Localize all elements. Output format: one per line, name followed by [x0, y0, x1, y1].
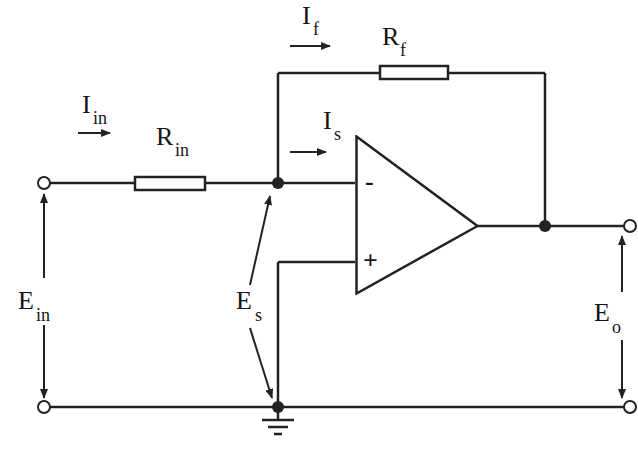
- terminal: [624, 401, 636, 413]
- terminal: [624, 220, 636, 232]
- op-amp: -+: [355, 135, 479, 295]
- terminal: [38, 177, 50, 189]
- subscript: in: [93, 109, 107, 127]
- terminal: [38, 401, 50, 413]
- subscript: s: [334, 125, 341, 143]
- subscript: f: [313, 20, 319, 38]
- resistor-name: R: [382, 24, 399, 50]
- resistor-symbol: [135, 177, 205, 190]
- resistor-name: R: [156, 124, 173, 150]
- subscript: o: [612, 318, 621, 336]
- current-name: I: [82, 92, 91, 118]
- current-name: I: [302, 3, 311, 29]
- voltage-name: E: [18, 288, 34, 314]
- subscript: f: [400, 41, 406, 59]
- pin-sign: +: [363, 248, 378, 274]
- subscript: s: [255, 306, 262, 324]
- pin-sign: -: [365, 169, 374, 195]
- voltage-name: E: [594, 300, 610, 326]
- voltage-name: E: [236, 288, 252, 314]
- subscript: in: [175, 141, 189, 159]
- current-name: I: [323, 108, 332, 134]
- resistor-symbol: [380, 66, 448, 79]
- subscript: in: [36, 306, 50, 324]
